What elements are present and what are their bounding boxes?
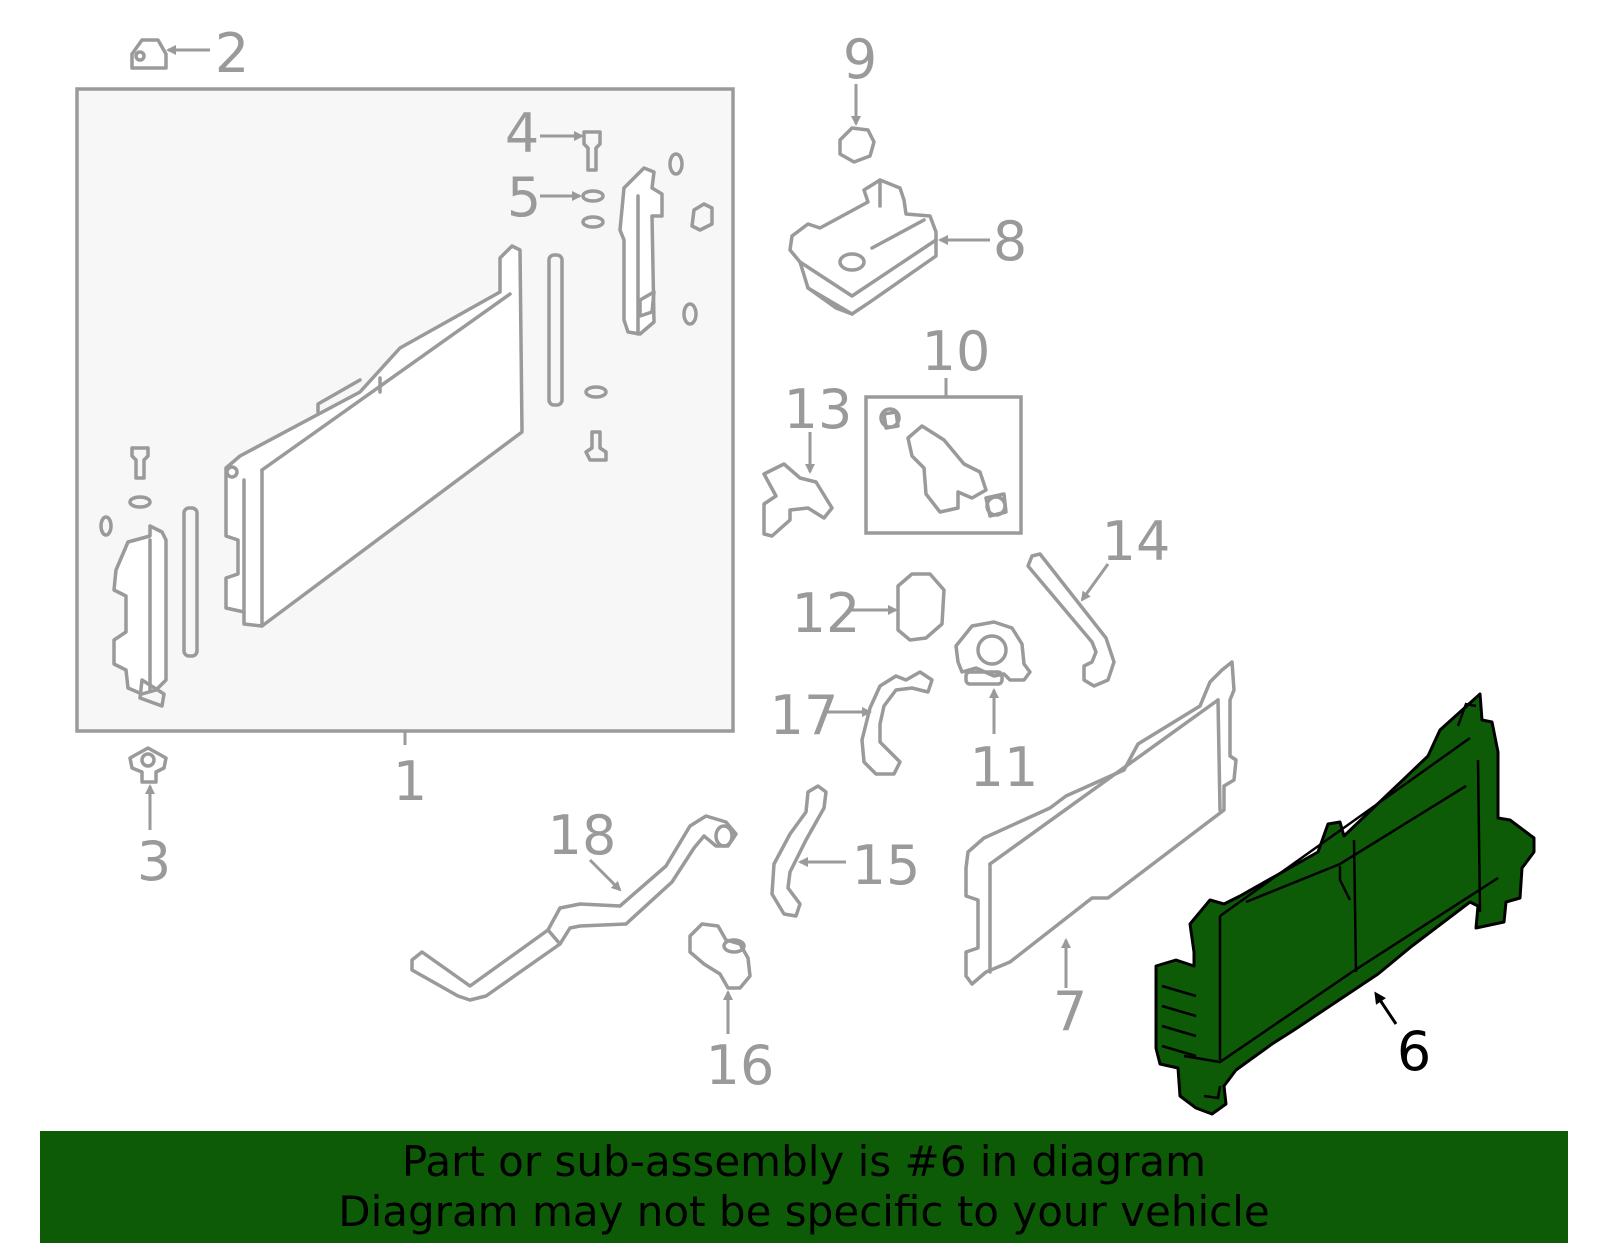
callout-6: 6 (1397, 1020, 1431, 1083)
callout-labels: 1 2 3 4 5 6 7 8 9 10 11 12 13 14 15 16 1… (137, 22, 1431, 1097)
callout-7: 7 (1053, 980, 1087, 1043)
callout-17: 17 (770, 684, 839, 747)
callout-2: 2 (215, 22, 249, 85)
callout-18: 18 (548, 804, 617, 867)
callout-8: 8 (993, 210, 1027, 273)
fan-shroud-highlighted (1154, 692, 1536, 1116)
hose-17 (860, 670, 934, 776)
callout-12: 12 (792, 582, 861, 645)
thermostat-housing-box (864, 378, 1023, 535)
hose-16 (688, 922, 752, 990)
reservoir-cap (838, 126, 876, 164)
callout-9: 9 (843, 28, 877, 91)
water-pump (954, 620, 1032, 686)
callout-13: 13 (784, 378, 853, 441)
callout-3: 3 (137, 830, 171, 893)
callout-4: 4 (505, 102, 539, 165)
radiator-core (224, 244, 524, 628)
callout-14: 14 (1102, 510, 1171, 573)
banner-line-2: Diagram may not be specific to your vehi… (338, 1187, 1270, 1236)
insulator-block (896, 572, 946, 642)
callout-16: 16 (706, 1034, 775, 1097)
callout-1: 1 (393, 750, 427, 813)
mount-insulator-lower (128, 746, 168, 784)
condenser (964, 660, 1238, 986)
leader-lines (145, 45, 1398, 1034)
callout-10: 10 (922, 320, 991, 383)
callout-11: 11 (970, 736, 1039, 799)
info-banner: Part or sub-assembly is #6 in diagram Di… (40, 1131, 1568, 1243)
hose-14 (1026, 552, 1116, 688)
hose-15 (770, 784, 828, 918)
callout-5: 5 (507, 166, 541, 229)
hose-bracket (762, 462, 834, 538)
hose-18 (410, 814, 738, 1002)
callout-15: 15 (852, 834, 921, 897)
banner-line-1: Part or sub-assembly is #6 in diagram (401, 1137, 1207, 1186)
radiator-left-tank (99, 446, 199, 708)
coolant-reservoir (788, 178, 938, 316)
mount-insulator-upper (130, 38, 168, 70)
radiator-right-tank (547, 130, 714, 462)
